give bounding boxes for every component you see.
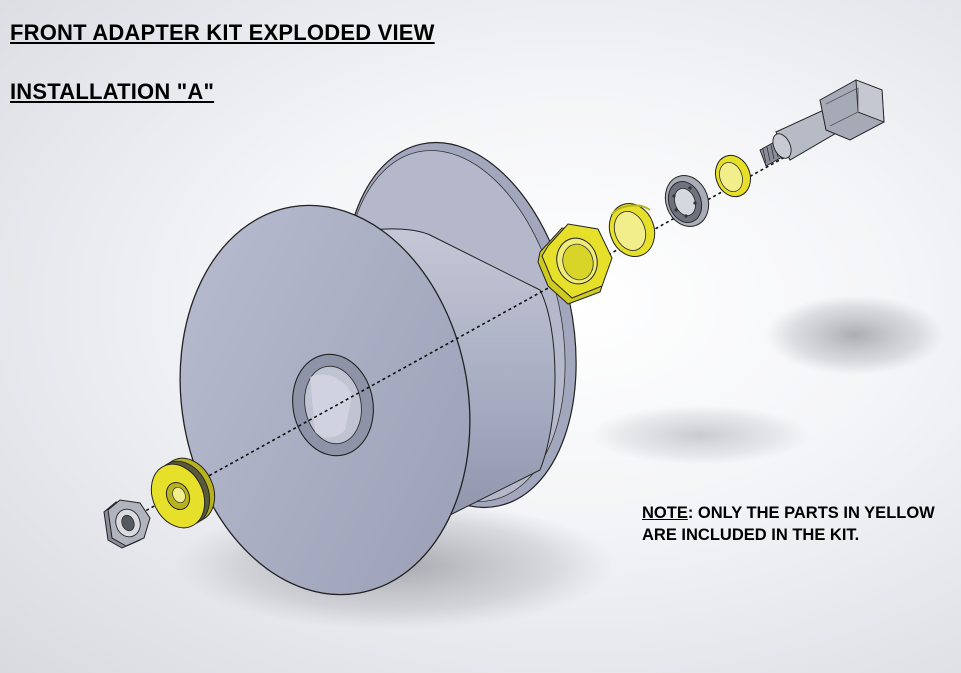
washer-stack	[150, 457, 216, 529]
wheel	[179, 141, 577, 596]
page-subtitle: INSTALLATION "A"	[10, 79, 215, 104]
axle-bolt	[759, 79, 885, 167]
page-title: FRONT ADAPTER KIT EXPLODED VIEW	[10, 20, 435, 45]
hex-nut	[537, 223, 613, 305]
bearing	[664, 175, 710, 227]
lock-nut	[103, 499, 151, 549]
note-label: NOTE	[642, 504, 688, 522]
kit-note: NOTE: ONLY THE PARTS IN YELLOW ARE INCLU…	[642, 502, 942, 546]
small-spacer	[714, 154, 752, 198]
note-text: : ONLY THE PARTS IN YELLOW ARE INCLUDED …	[642, 504, 935, 544]
spacer-sleeve	[608, 203, 656, 257]
